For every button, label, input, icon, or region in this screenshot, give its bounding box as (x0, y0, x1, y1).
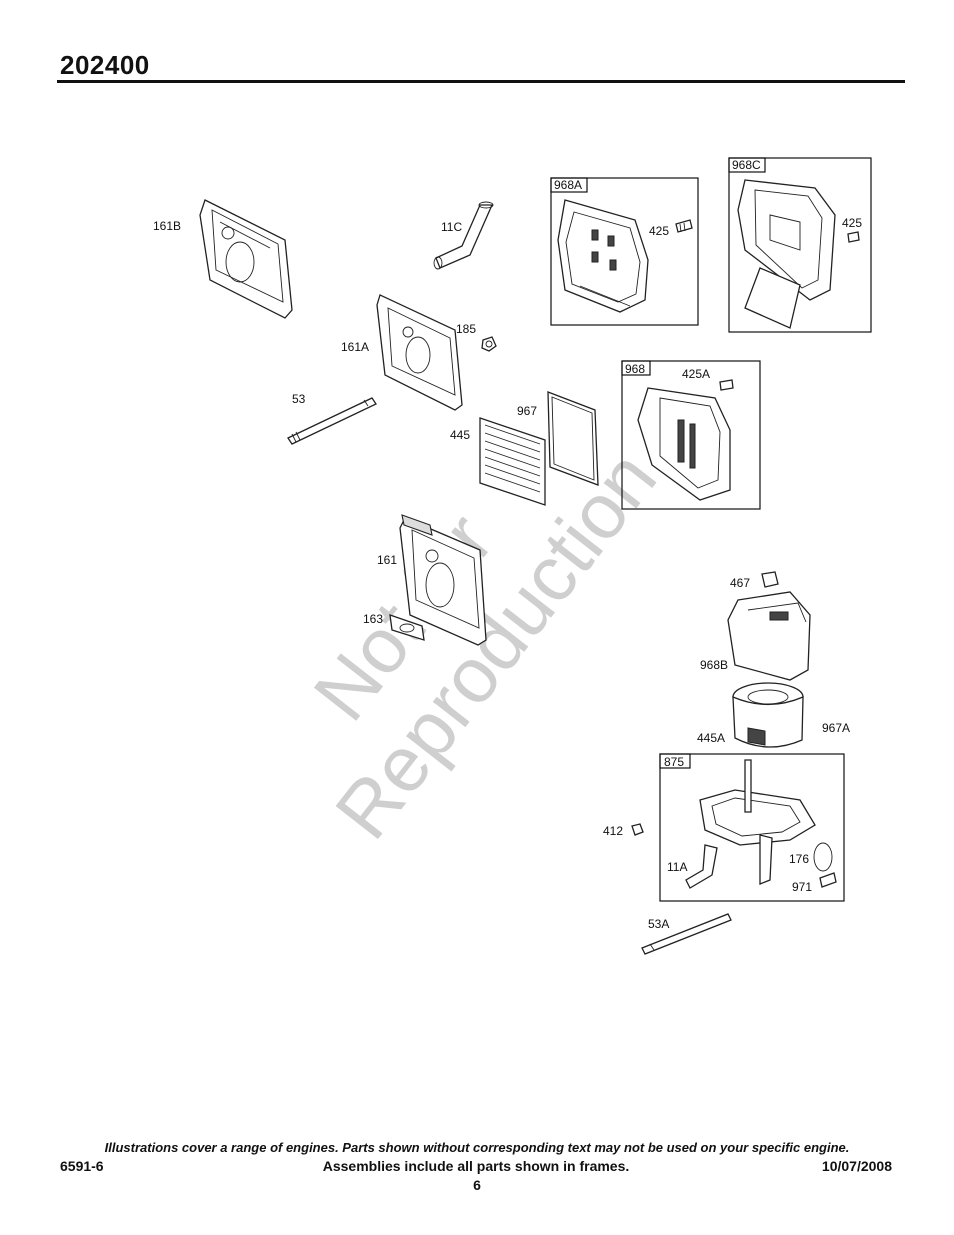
label-968B: 968B (700, 658, 728, 672)
label-967: 967 (517, 404, 537, 418)
frame-968C: 968C (728, 157, 872, 333)
label-967A: 967A (822, 721, 850, 735)
model-number-title: 202400 (60, 50, 150, 80)
part-185-nut (481, 336, 497, 352)
label-11C: 11C (441, 220, 462, 234)
label-185: 185 (456, 322, 476, 336)
frame-label-875: 875 (664, 755, 684, 769)
footer-assemblies-note: Assemblies include all parts shown in fr… (322, 1158, 630, 1174)
part-412-nut (631, 823, 644, 836)
part-445A-967A-filter (732, 682, 804, 748)
label-425-968C: 425 (842, 216, 862, 230)
label-445: 445 (450, 428, 470, 442)
frame-968: 968 (621, 360, 761, 510)
footer-doc-number: 6591-6 (60, 1158, 104, 1174)
frame-label-968A: 968A (554, 178, 582, 192)
label-971: 971 (792, 880, 812, 894)
part-161B-base (199, 199, 293, 319)
footer-disclaimer: Illustrations cover a range of engines. … (104, 1140, 850, 1155)
label-53: 53 (292, 392, 306, 406)
label-425-968A: 425 (649, 224, 669, 238)
label-412: 412 (603, 824, 623, 838)
label-161: 161 (377, 553, 397, 567)
page-number: 6 (473, 1177, 481, 1193)
header-rule (57, 80, 905, 83)
part-53-stud (287, 397, 377, 445)
label-163: 163 (363, 612, 383, 626)
frame-label-968C: 968C (732, 158, 761, 172)
part-161A-base (376, 294, 463, 411)
part-161-base (399, 514, 487, 646)
part-163-gasket (389, 614, 425, 641)
label-11A: 11A (667, 860, 687, 874)
label-53A: 53A (648, 917, 669, 931)
part-967-precleaner (547, 391, 599, 486)
label-445A: 445A (697, 731, 725, 745)
label-161B: 161B (153, 219, 181, 233)
part-445-filter (479, 417, 546, 506)
frame-968A: 968A (550, 177, 699, 326)
part-968B-cover (727, 591, 811, 681)
label-467: 467 (730, 576, 750, 590)
frame-875: 875 (659, 753, 845, 902)
label-176: 176 (789, 852, 809, 866)
frame-label-968: 968 (625, 362, 645, 376)
label-425A: 425A (682, 367, 710, 381)
footer-date: 10/07/2008 (821, 1158, 892, 1174)
part-467-knob (761, 571, 779, 588)
label-161A: 161A (341, 340, 369, 354)
part-53A-stud (641, 913, 732, 955)
part-11C-tube (433, 201, 494, 270)
